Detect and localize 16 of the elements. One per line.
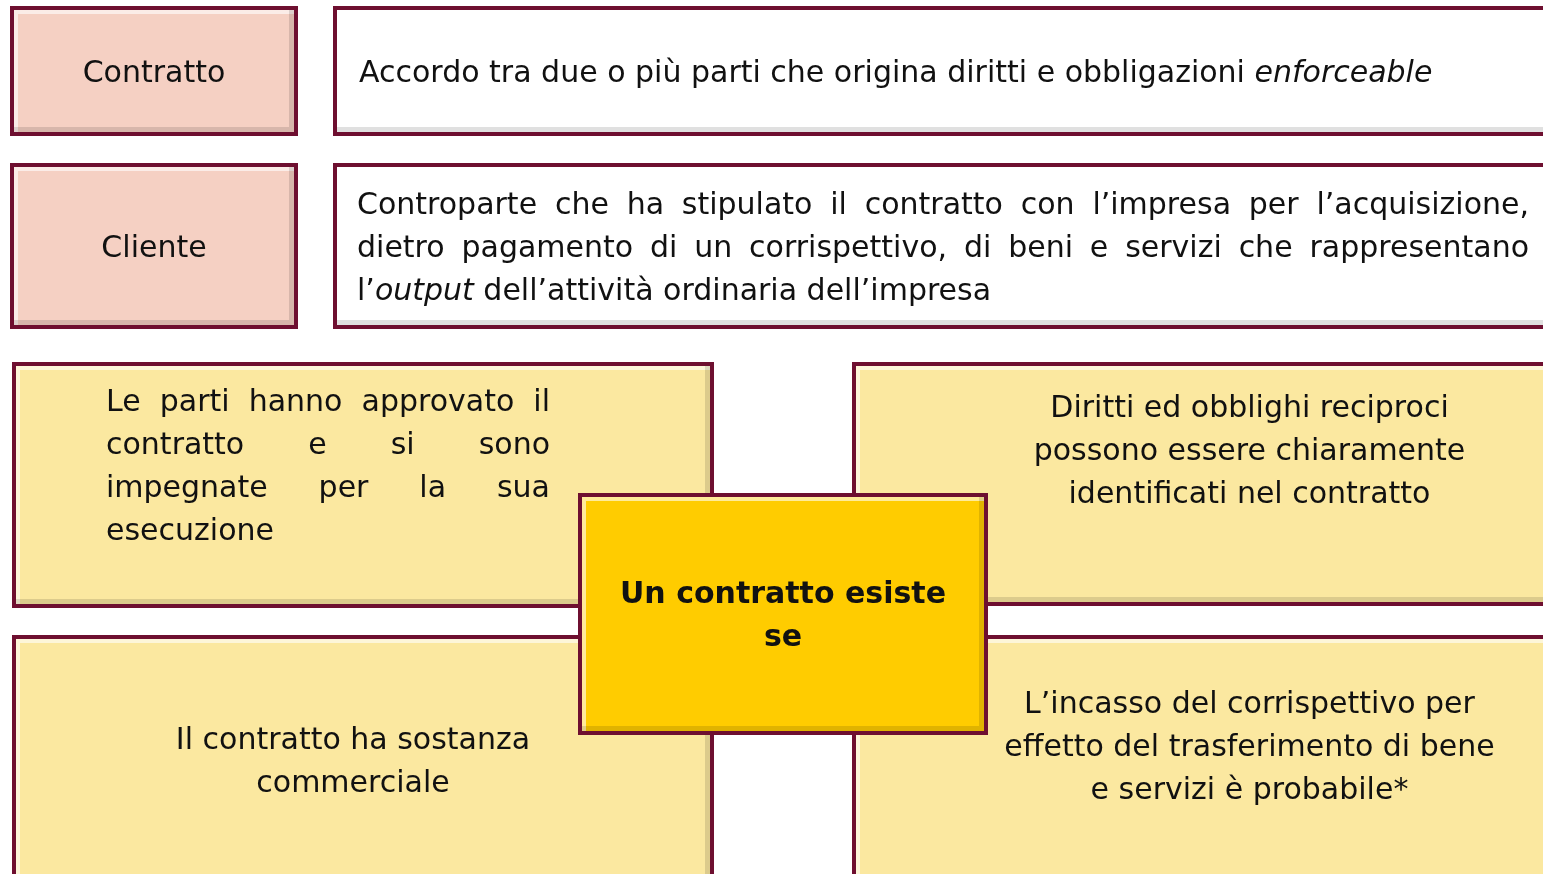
text-box [578,493,988,735]
box-text: Cliente [101,227,207,266]
text-box [333,163,1543,329]
text-box [10,6,298,136]
text-box [333,6,1543,136]
box-text: Il contratto ha sostanza commerciale [174,720,532,801]
box-text: Diritti ed obblighi reciproci possono essere chiaramente identificati nel contratto [1032,387,1467,512]
text-box [10,163,298,329]
box-text: Contratto [82,52,226,91]
box-text: Controparte che ha stipulato il contratto con l’impresa per l’acquisizione, dietro pagamento di un corrispettivo, di beni e servizi che rappresentano l’output dell’attività ordinaria dell’impresa [357,184,1529,309]
text-box [852,635,1543,874]
box-text: Un contratto esiste se [618,574,948,655]
box-text: L’incasso del corrispettivo per effetto del trasferimento di bene e servizi è probabile* [1003,683,1496,808]
box-text: Accordo tra due o più parti che origina diritti e obbligazioni enforceable [359,52,1434,91]
text-box [12,635,714,874]
box-text: Le parti hanno approvato il contratto e si sono impegnate per la sua esecuzione [106,382,550,549]
